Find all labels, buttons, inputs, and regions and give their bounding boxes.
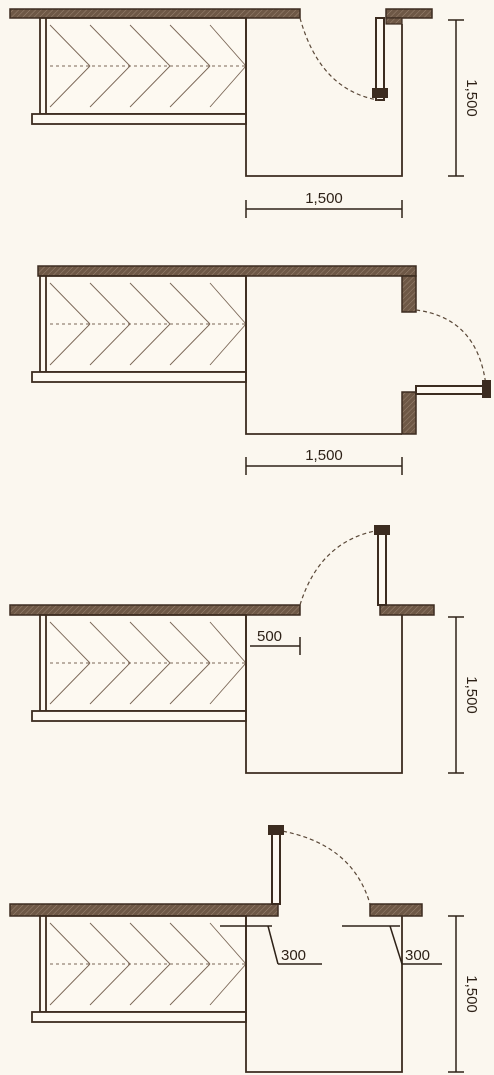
door-swing [275, 829, 371, 905]
right-wall [379, 604, 435, 616]
bath-step [31, 710, 247, 722]
left-clearance-label: 300 [281, 947, 306, 964]
room-outline [245, 18, 403, 177]
right-wall [385, 8, 433, 19]
depth-label: 1,500 [463, 79, 480, 117]
plan-2: 1,500 [31, 265, 491, 475]
bath-step [31, 1011, 247, 1023]
plan-1: 1,500 1,500 [9, 8, 480, 218]
top-wall [37, 265, 417, 277]
door-swing [415, 309, 487, 387]
width-label: 1,500 [305, 190, 343, 207]
depth-label: 1,500 [463, 975, 480, 1013]
door-swing [299, 17, 379, 101]
width-label: 1,500 [305, 447, 343, 464]
door-handle [482, 380, 491, 398]
bath-step [31, 371, 247, 383]
top-wall-right [369, 903, 423, 917]
bathtub-hatch [49, 282, 247, 366]
door-handle [374, 525, 390, 535]
depth-label: 1,500 [463, 676, 480, 714]
right-wall-upper [401, 275, 417, 313]
door-handle [372, 88, 388, 98]
room-outline [245, 276, 402, 435]
top-wall-left [9, 903, 279, 917]
door-leaf [271, 829, 281, 905]
bathtub-hatch [49, 922, 247, 1006]
right-clearance-label: 300 [405, 947, 430, 964]
bathtub-hatch [49, 621, 247, 705]
bath-step [31, 113, 247, 125]
door-leaf [377, 529, 387, 606]
right-clearance-leader [389, 925, 403, 965]
door-swing [299, 529, 381, 606]
door-leaf [415, 385, 489, 395]
plan-3: 500 1,500 [9, 525, 480, 774]
door-jamb [385, 17, 403, 25]
room-outline [245, 916, 403, 1073]
room-outline [245, 615, 403, 774]
bathtub-hatch [49, 24, 247, 108]
offset-label: 500 [257, 628, 282, 645]
top-wall [9, 604, 301, 616]
right-wall-lower [401, 391, 417, 435]
plan-4: 300 300 1,500 [9, 825, 480, 1073]
door-leaf [375, 17, 385, 101]
door-handle [268, 825, 284, 835]
top-wall [9, 8, 301, 19]
left-clearance-leader [267, 925, 279, 965]
